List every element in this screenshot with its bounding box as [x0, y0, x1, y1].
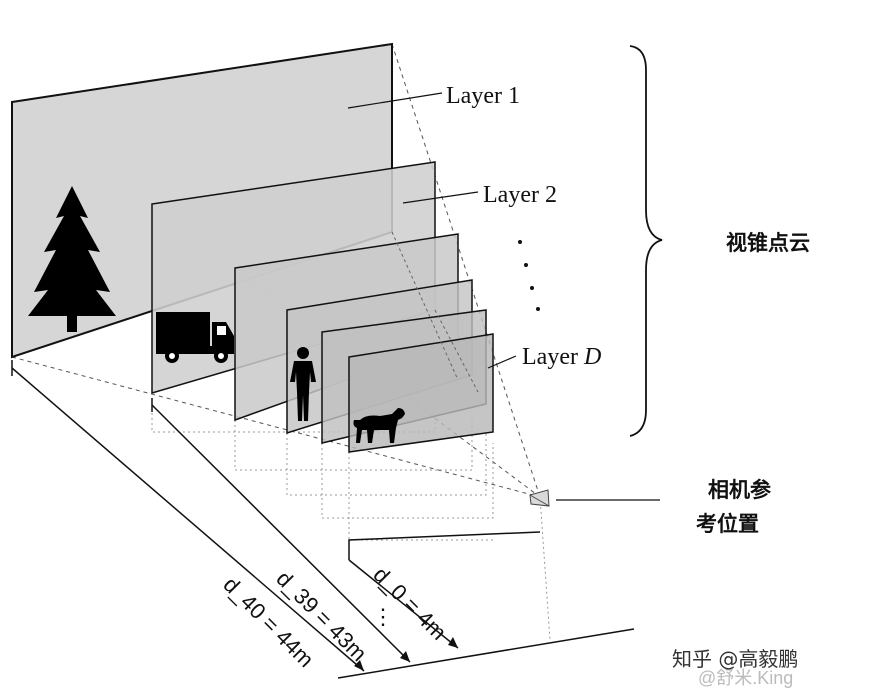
camera-icon: [529, 489, 550, 507]
distance-lines: [11, 360, 541, 672]
layer-d-prefix: Layer: [522, 344, 584, 370]
watermark-faded: @舒米.King: [698, 668, 793, 688]
layer-d-var: D: [583, 344, 601, 370]
distance-arrowheads: [354, 637, 458, 671]
layer-2-label: Layer 2: [483, 182, 557, 208]
truck-icon: [156, 312, 234, 363]
d0-ellipsis: ⋮: [372, 604, 394, 629]
camera-label-line2: 考位置: [696, 512, 759, 536]
layer-d-label: Layer D: [522, 344, 601, 370]
ground-line: [337, 628, 635, 679]
dog-icon: [353, 408, 405, 443]
ellipsis-dots: [518, 240, 540, 311]
watermark-main: 知乎 @高毅鹏: [672, 647, 798, 671]
person-icon: [290, 347, 316, 421]
camera-label-line1: 相机参: [708, 478, 771, 502]
tree-icon: [28, 186, 116, 332]
frustum-point-cloud-label: 视锥点云: [726, 231, 810, 255]
layer-1-label: Layer 1: [446, 83, 520, 109]
label-leaders: [347, 92, 660, 501]
brace: [629, 45, 663, 437]
